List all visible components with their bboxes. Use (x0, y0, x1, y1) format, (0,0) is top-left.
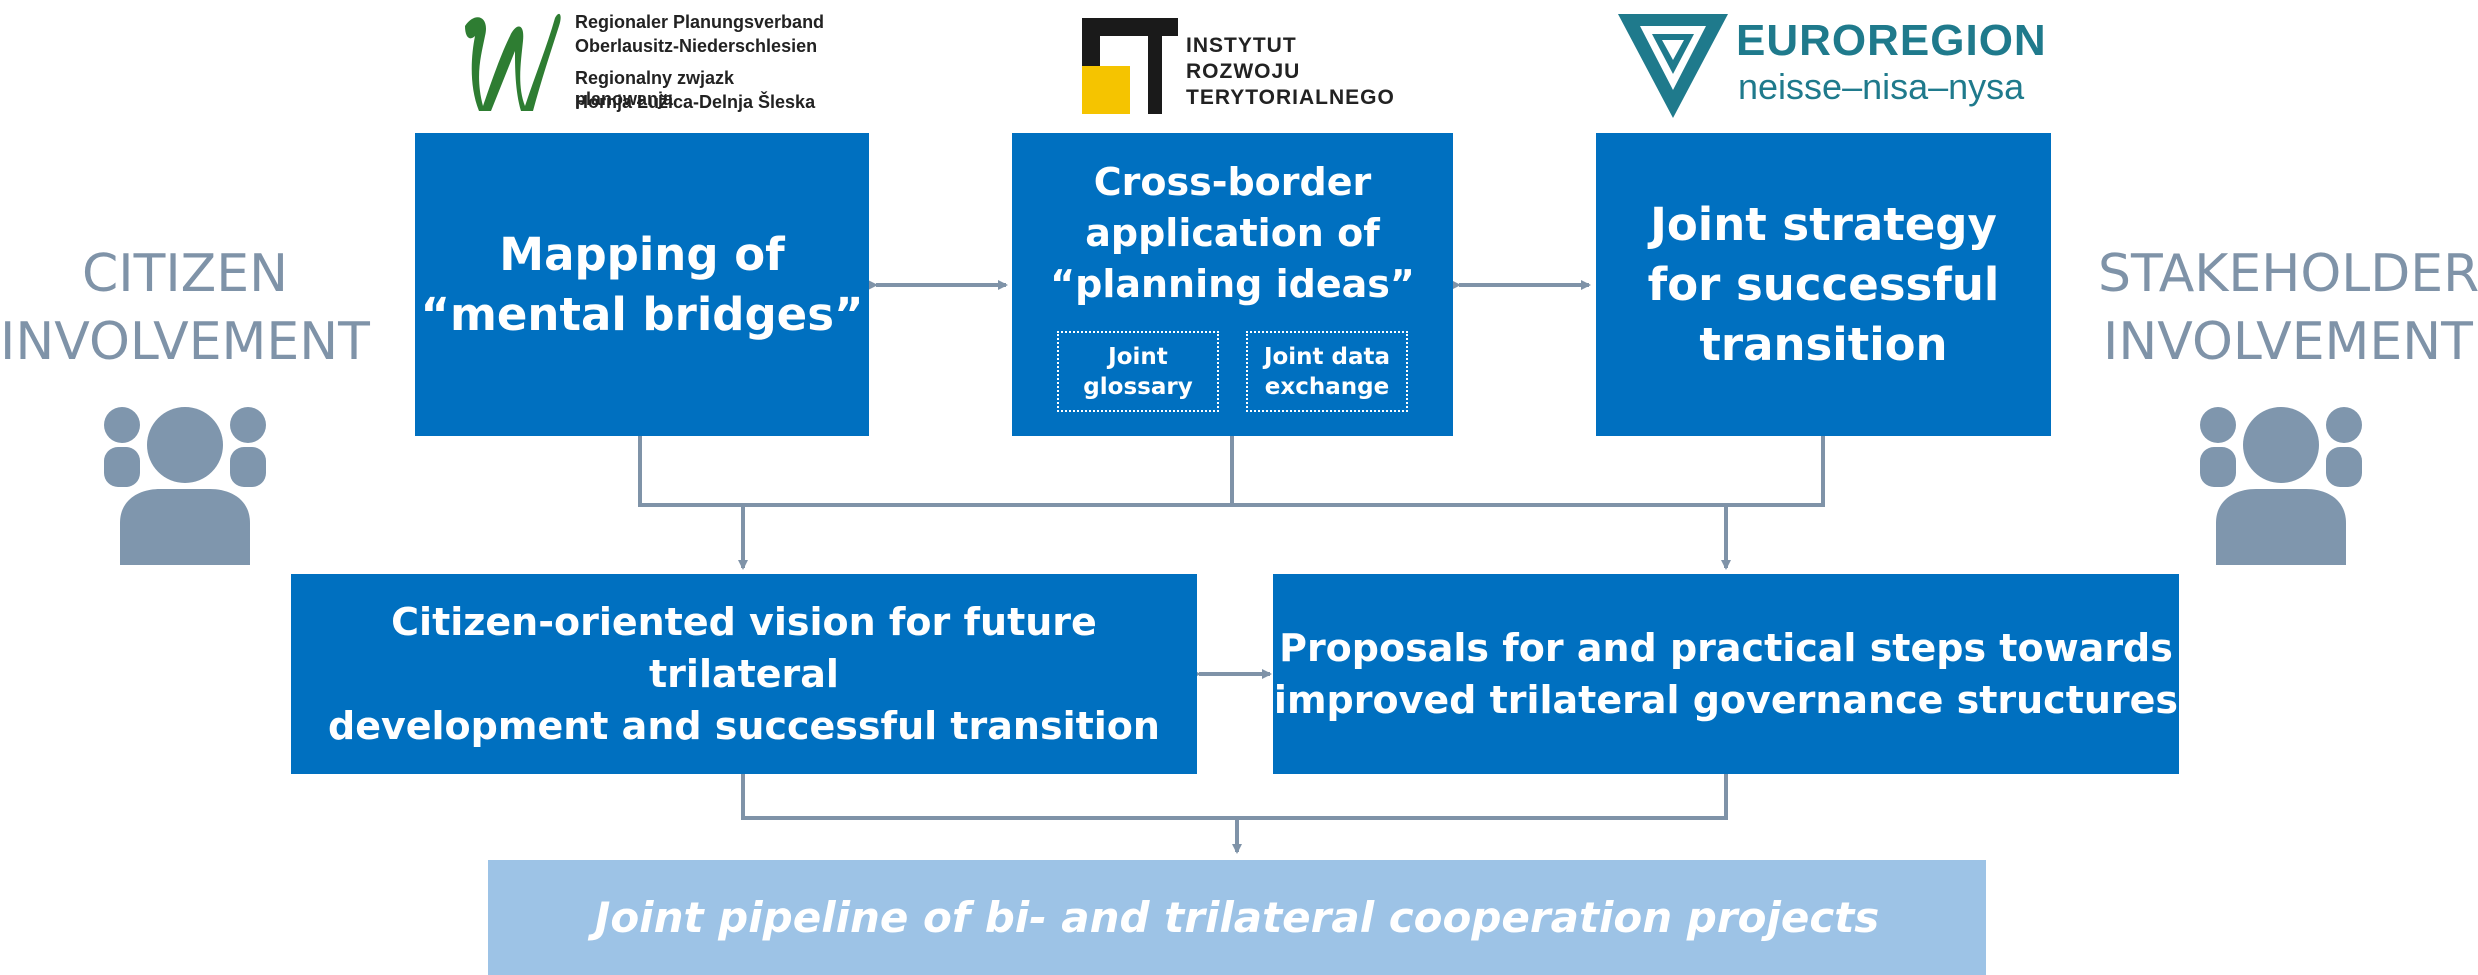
joint-pipeline-text: Joint pipeline of bi- and trilateral coo… (594, 893, 1880, 942)
irt-logo: INSTYTUT ROZWOJU TERYTORIALNEGO (1082, 18, 1422, 114)
rpv-line3: Regionalny zwjazk planowanja (575, 68, 735, 109)
rpv-emblem-icon (465, 13, 561, 111)
rpv-logo: Regionaler Planungsverband Oberlausitz-N… (455, 6, 835, 118)
rpv-line4: Hornja Łužica-Delnja Šleska (575, 92, 816, 112)
joint-glossary-box: Joint glossary (1057, 331, 1219, 412)
cross-border-planning-box: Cross-border application of “planning id… (1012, 133, 1453, 436)
irt-emblem-icon (1082, 18, 1178, 114)
governance-proposals-text: Proposals for and practical steps toward… (1273, 626, 2179, 722)
irt-line2: ROZWOJU (1186, 60, 1301, 83)
people-group-icon-right (2200, 407, 2362, 565)
joint-strategy-box: Joint strategy for successful transition (1596, 133, 2051, 436)
irt-line1: INSTYTUT (1186, 34, 1297, 57)
joint-data-exchange-box: Joint data exchange (1246, 331, 1408, 412)
connector-bottom-bus (741, 774, 1728, 820)
irt-line3: TERYTORIALNEGO (1186, 86, 1395, 109)
joint-strategy-text: Joint strategy for successful transition (1647, 197, 2000, 371)
cross-border-planning-text: Cross-border application of “planning id… (1050, 160, 1415, 306)
citizen-vision-box: Citizen-oriented vision for future trila… (291, 574, 1197, 774)
euroregion-subtitle: neisse–nisa–nysa (1738, 66, 2025, 107)
governance-proposals-box: Proposals for and practical steps toward… (1273, 574, 2179, 774)
mapping-mental-bridges-text: Mapping of “mental bridges” (420, 227, 864, 341)
citizen-vision-text: Citizen-oriented vision for future trila… (328, 600, 1160, 748)
rpv-line1: Regionaler Planungsverband (575, 12, 825, 32)
citizen-involvement-label: CITIZEN INVOLVEMENT (0, 244, 370, 372)
euroregion-title: EUROREGION (1736, 16, 2047, 65)
stakeholder-involvement-label: STAKEHOLDER INVOLVEMENT (2098, 244, 2478, 372)
euroregion-emblem-icon (1618, 14, 1728, 118)
joint-pipeline-box: Joint pipeline of bi- and trilateral coo… (488, 860, 1986, 975)
euroregion-logo: EUROREGION neisse–nisa–nysa (1618, 14, 2046, 118)
people-group-icon-left (104, 407, 266, 565)
mapping-mental-bridges-box: Mapping of “mental bridges” (415, 133, 869, 436)
rpv-line2: Oberlausitz-Niederschlesien (575, 36, 818, 56)
